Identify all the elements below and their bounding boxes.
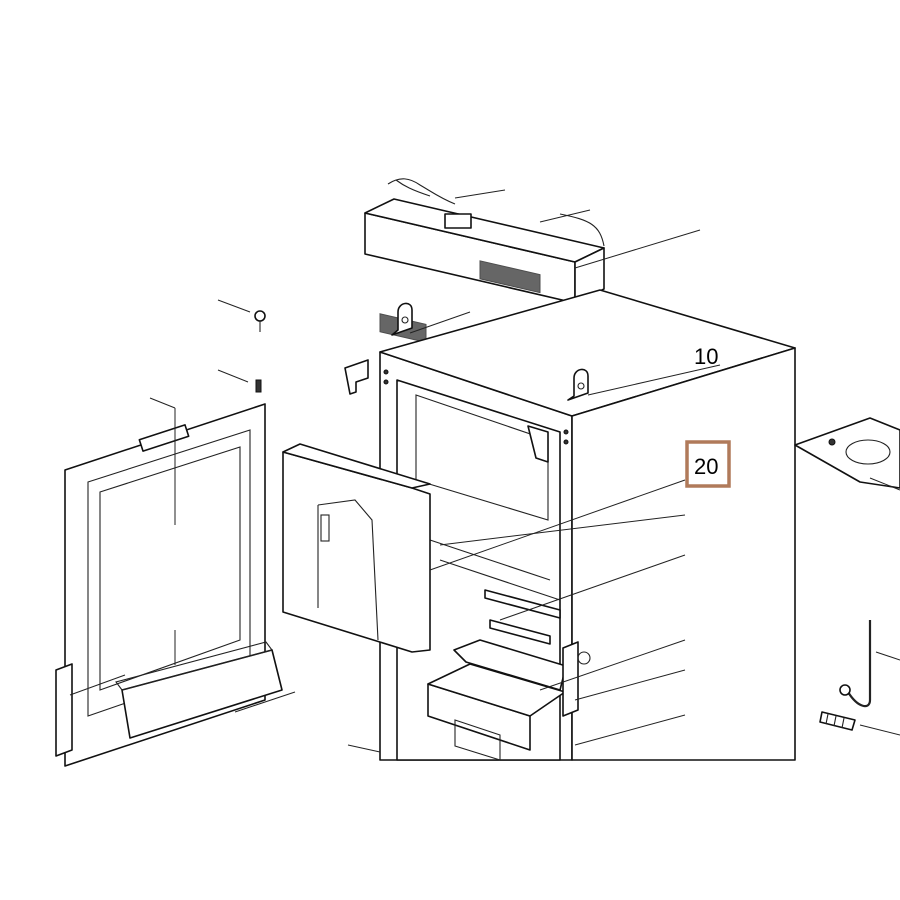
shelf-rail-part[interactable] <box>453 589 567 691</box>
inner-bracket-part[interactable] <box>527 425 549 463</box>
door-shelf-part[interactable] <box>115 641 283 739</box>
callout-20[interactable]: 20 <box>685 440 731 488</box>
callout-20-label: 20 <box>694 454 718 479</box>
drain-tube-part[interactable] <box>839 620 872 708</box>
top-hinge-right-part[interactable] <box>567 368 589 401</box>
leader-lines <box>69 189 900 753</box>
top-hinge-left-part[interactable] <box>391 302 413 336</box>
drawer-part[interactable] <box>427 663 566 761</box>
freezer-flap-part[interactable] <box>282 443 431 653</box>
brush-part[interactable] <box>819 711 856 731</box>
control-panel-part[interactable] <box>364 178 605 343</box>
screw-part[interactable] <box>254 310 266 332</box>
pin-part[interactable] <box>255 379 262 393</box>
callout-10-label: 10 <box>694 344 718 369</box>
callout-20-highlight-box <box>685 440 731 488</box>
fan-part[interactable] <box>794 417 900 489</box>
mid-hinge-part[interactable] <box>344 359 369 395</box>
